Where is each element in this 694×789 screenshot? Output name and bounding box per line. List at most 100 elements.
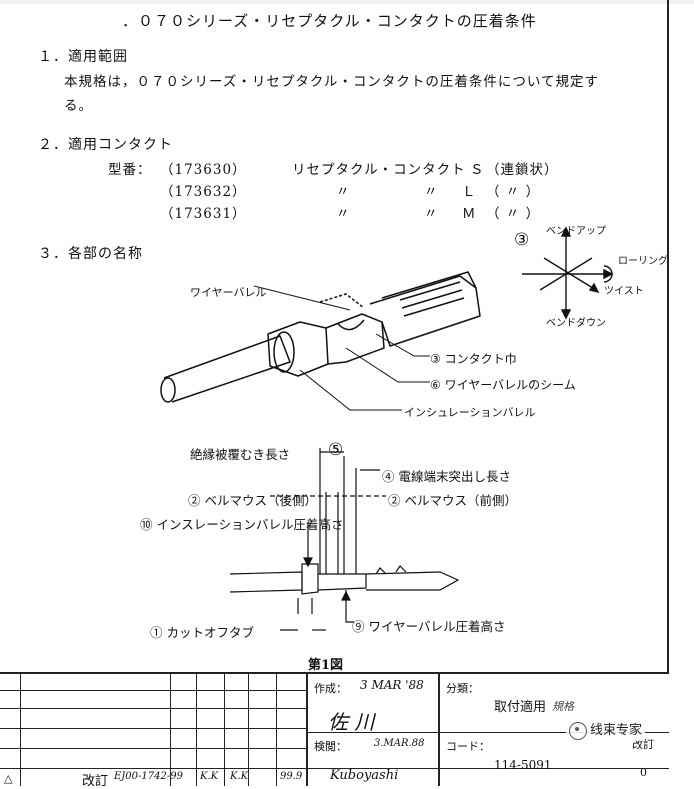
side-contact-body — [365, 571, 460, 591]
insulation-barrel-opening — [273, 331, 295, 373]
author-signature: 佐 川 — [328, 710, 375, 734]
wire-body — [163, 335, 291, 403]
page-top-edge — [0, 0, 694, 4]
category-value: 取付適用 — [494, 700, 547, 715]
col-line-8 — [438, 672, 440, 786]
rev-row-line-2 — [0, 708, 306, 709]
model-ditto-2b: 〃 — [424, 184, 439, 200]
created-label: 作成： — [314, 682, 347, 695]
section-1-heading: １．適用範囲 — [38, 49, 128, 65]
side-wire-barrel — [317, 573, 367, 591]
insulation-height-arrow — [303, 557, 313, 568]
rev-row-ref: EJ00-1742-99 — [114, 771, 183, 782]
rev-row-mark: △ — [4, 772, 13, 785]
bellmouth-rear-label: ② ベルマウス（後側） — [188, 493, 317, 508]
model-size-m: Ｍ — [462, 206, 477, 222]
model-code-173632: （173632） — [160, 184, 247, 200]
bend-down-label: ベンドダウン — [546, 318, 606, 329]
crimp-side-view — [229, 448, 460, 631]
model-note-3: （ 〃 ） — [486, 206, 541, 222]
insulation-barrel-label: インシュレーションバレル — [404, 406, 536, 419]
title-block-top-line — [0, 672, 669, 674]
col-line-6 — [276, 672, 277, 786]
category-label: 分類： — [446, 682, 479, 695]
watermark: 线束专家 — [566, 718, 646, 741]
wire-barrel-leader — [253, 285, 351, 311]
col-line-7 — [306, 672, 308, 786]
num-5-label: ⑤ — [328, 440, 344, 460]
col-line-2 — [170, 672, 171, 786]
rev-row-init-1: K.K — [200, 771, 219, 782]
wire-end — [160, 377, 176, 403]
model-ditto-3b: 〃 — [424, 206, 439, 222]
document-title: ．０７０シリーズ・リセプタクル・コンタクトの圧着条件 — [122, 12, 537, 30]
revision-number: 0 — [640, 766, 647, 779]
col-line-1 — [20, 672, 21, 786]
rev-row-date: 99.9 — [280, 771, 303, 782]
twist-axis — [543, 257, 597, 291]
rolling-label: ローリング — [618, 256, 668, 267]
carrier-strip — [319, 293, 365, 309]
col-line-5 — [248, 672, 249, 786]
strip-length-label: 絶縁被覆むき長さ — [190, 447, 291, 462]
watermark-text: 线束专家 — [590, 723, 643, 738]
revision-label: 改訂 — [632, 738, 654, 751]
model-label: 型番： — [108, 162, 152, 178]
contact-width-leader — [375, 333, 430, 357]
diagonal-axis — [539, 257, 593, 291]
model-ditto-3a: 〃 — [336, 206, 351, 222]
rev-row-line-1 — [0, 690, 306, 691]
bend-up-arrow — [560, 226, 572, 237]
model-size-s: Ｓ — [470, 162, 485, 178]
insulation-barrel-leader — [299, 369, 402, 411]
wire-barrel-label: ワイヤーバレル — [190, 286, 267, 299]
rolling-arc — [603, 265, 613, 283]
box-slot-3 — [403, 297, 465, 317]
doc-code: 114-5091 — [494, 758, 552, 772]
approver-signature: Kuboyashi — [330, 768, 399, 783]
model-desc-1: リセプタクル・コンタクト — [292, 162, 466, 178]
col-line-3 — [196, 672, 197, 786]
contact-box-top — [381, 271, 477, 299]
rev-row-line-5 — [0, 768, 669, 769]
side-wire — [229, 571, 303, 593]
wire-barrel-curl — [337, 319, 365, 331]
box-slot-2 — [401, 289, 463, 309]
insulation-barrel-shape — [267, 321, 329, 377]
wire-protrusion-label: ④ 電線端末突出し長さ — [382, 469, 511, 484]
contact-perspective-drawing — [160, 271, 481, 411]
axes-diagram — [522, 226, 614, 320]
section-1-line-2: る。 — [64, 98, 93, 114]
model-ditto-2a: 〃 — [336, 184, 351, 200]
wire-barrel-shape — [325, 313, 385, 365]
twist-label: ツイスト — [604, 286, 644, 297]
model-note-1: （連鎖状） — [486, 162, 559, 178]
cutoff-tab-label: ① カットオフタブ — [150, 625, 254, 640]
rev-row-line-4 — [0, 748, 306, 749]
category-hand: 規格 — [552, 700, 574, 713]
wire-height-leader-end — [345, 616, 354, 623]
section-3-heading: ３．各部の名称 — [38, 246, 143, 262]
rev-row-init-2: K.K — [230, 771, 249, 782]
rev-row-text: 改訂 — [82, 774, 109, 789]
model-note-2: （ 〃 ） — [486, 184, 541, 200]
created-date: 3 MAR '88 — [360, 678, 424, 692]
twist-arrow — [588, 282, 600, 294]
check-date: 3.MAR.88 — [374, 738, 425, 749]
bellmouth-front-label: ② ベルマウス（前側） — [388, 493, 517, 508]
side-contact-features — [375, 565, 407, 575]
contact-box-body — [369, 275, 481, 347]
seam-leader — [345, 347, 430, 383]
model-size-l: Ｌ — [462, 184, 477, 200]
wire-barrel-seam-label: ⑥ ワイヤーバレルのシーム — [430, 378, 576, 392]
section-1-line-1: 本規格は，０７０シリーズ・リセプタクル・コンタクトの圧着条件について規定す — [64, 74, 600, 90]
check-label: 検閲： — [314, 740, 347, 753]
right-border-line — [667, 0, 669, 672]
right-mid-line — [306, 732, 669, 733]
wire-crimp-height-label: ⑨ ワイヤーバレル圧着高さ — [352, 619, 506, 634]
figure-caption: 第1図 — [308, 658, 344, 673]
side-insulation-barrel — [301, 563, 319, 595]
model-code-173630: （173630） — [160, 162, 247, 178]
insulation-crimp-height-label: ⑩ インスレーションバレル圧着高さ — [140, 517, 344, 532]
section-2-heading: ２．適用コンタクト — [38, 137, 173, 153]
